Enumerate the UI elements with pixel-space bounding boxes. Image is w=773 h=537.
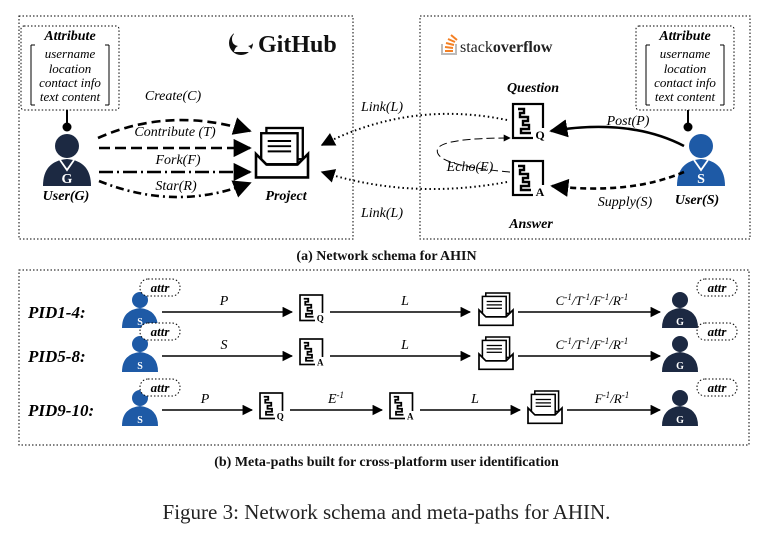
github-attr-contact: contact info — [39, 75, 101, 90]
stackoverflow-brand-light: stack — [460, 39, 493, 56]
edge-supply: Supply(S) — [598, 195, 653, 210]
start-user-badge: S — [137, 415, 143, 426]
svg-text:stackoverflow: stackoverflow — [460, 39, 553, 56]
answer-label: Answer — [508, 217, 553, 232]
start-user-icon: S — [122, 292, 158, 328]
question-icon: Q — [299, 294, 325, 323]
project-icon — [478, 336, 514, 371]
attr-tag: attr — [151, 280, 171, 295]
attr-tag: attr — [708, 380, 728, 395]
question-badge: Q — [535, 128, 544, 142]
so-attribute-title: Attribute — [658, 29, 710, 44]
question-icon: Q — [511, 102, 546, 142]
answer-icon: A — [389, 392, 415, 421]
stackoverflow-panel — [419, 15, 751, 240]
github-brand: GitHub — [258, 32, 337, 58]
metapath-panel — [18, 269, 750, 446]
github-user-icon: G — [43, 134, 91, 187]
start-user-icon: S — [122, 336, 158, 372]
edge-label-1: P — [219, 294, 229, 309]
edge-link-top: Link(L) — [360, 100, 403, 115]
github-user-label: User(G) — [43, 189, 90, 204]
meta-path-id: PID9-10: — [27, 401, 94, 420]
edge-label-2: L — [400, 338, 409, 353]
edge-label-2: L — [400, 294, 409, 309]
meta-path-row-2: PID5-8: S attr S A L C-1/T-1/F-1/R-1 G a… — [27, 322, 738, 372]
attr-tag: attr — [151, 324, 171, 339]
so-attr-text: text content — [655, 89, 716, 104]
so-attr-location: location — [664, 61, 707, 76]
edge-label-3: C-1/T-1/F-1/R-1 — [556, 292, 629, 308]
github-attr-username: username — [45, 46, 96, 61]
svg-text:Q: Q — [317, 313, 324, 323]
answer-badge: A — [536, 185, 545, 199]
project-label: Project — [265, 189, 307, 204]
github-attr-location: location — [49, 61, 92, 76]
github-attribute-title: Attribute — [43, 29, 95, 44]
stackoverflow-attribute-box — [635, 25, 735, 111]
edge-label-1: S — [221, 338, 228, 353]
answer-icon: A — [511, 159, 546, 199]
stackoverflow-brand-bold: overflow — [493, 39, 553, 56]
answer-icon: A — [299, 338, 325, 367]
github-attribute-box — [20, 25, 120, 111]
start-user-badge: S — [137, 317, 143, 328]
edge-star: Star(R) — [155, 179, 197, 194]
edge-contribute: Contribute (T) — [134, 125, 216, 140]
github-logo-icon — [229, 29, 254, 55]
meta-path-id: PID1-4: — [27, 303, 86, 322]
attr-tag: attr — [151, 380, 171, 395]
github-panel — [18, 15, 354, 240]
edge-create: Create(C) — [145, 89, 202, 104]
so-user-label: User(S) — [675, 193, 719, 208]
edge-fork: Fork(F) — [154, 153, 200, 168]
stackoverflow-user-icon: S — [677, 134, 725, 187]
edge-label-4: F-1/R-1 — [594, 390, 630, 406]
caption-b: (b) Meta-paths built for cross-platform … — [214, 455, 559, 470]
edge-label-3: C-1/T-1/F-1/R-1 — [556, 336, 629, 352]
end-user-icon: G — [662, 336, 698, 372]
edge-echo: Echo(E) — [446, 160, 494, 175]
so-user-badge: S — [697, 172, 705, 187]
end-user-icon: G — [662, 390, 698, 426]
svg-text:A: A — [407, 411, 414, 421]
edge-link-bottom: Link(L) — [360, 206, 403, 221]
end-user-icon: G — [662, 292, 698, 328]
end-user-badge: G — [676, 361, 684, 372]
svg-text:Q: Q — [277, 411, 284, 421]
edge-label-1: P — [200, 392, 210, 407]
github-attr-text: text content — [40, 89, 101, 104]
figure-caption: Figure 3: Network schema and meta-paths … — [162, 500, 611, 524]
github-user-badge: G — [62, 172, 73, 187]
caption-a: (a) Network schema for AHIN — [296, 249, 477, 264]
start-user-badge: S — [137, 361, 143, 372]
attr-tag: attr — [708, 324, 728, 339]
end-user-badge: G — [676, 415, 684, 426]
attr-tag: attr — [708, 280, 728, 295]
so-attr-contact: contact info — [654, 75, 716, 90]
edge-post: Post(P) — [606, 114, 650, 129]
question-icon: Q — [259, 392, 285, 421]
so-attr-username: username — [660, 46, 711, 61]
edge-label-3: L — [470, 392, 479, 407]
project-icon — [478, 292, 514, 327]
end-user-badge: G — [676, 317, 684, 328]
meta-path-row-1: PID1-4: S attr P Q L C-1/T-1/F-1/R-1 G a… — [27, 278, 738, 328]
meta-path-row-3: PID9-10: S attr P Q E-1 A L F-1/R-1 G at… — [27, 378, 738, 426]
edge-label-2: E-1 — [327, 390, 344, 407]
question-label: Question — [507, 81, 559, 96]
project-icon — [254, 126, 310, 179]
svg-text:A: A — [317, 357, 324, 367]
meta-path-id: PID5-8: — [27, 347, 86, 366]
stackoverflow-logo-icon — [441, 34, 458, 55]
project-icon — [527, 390, 563, 425]
